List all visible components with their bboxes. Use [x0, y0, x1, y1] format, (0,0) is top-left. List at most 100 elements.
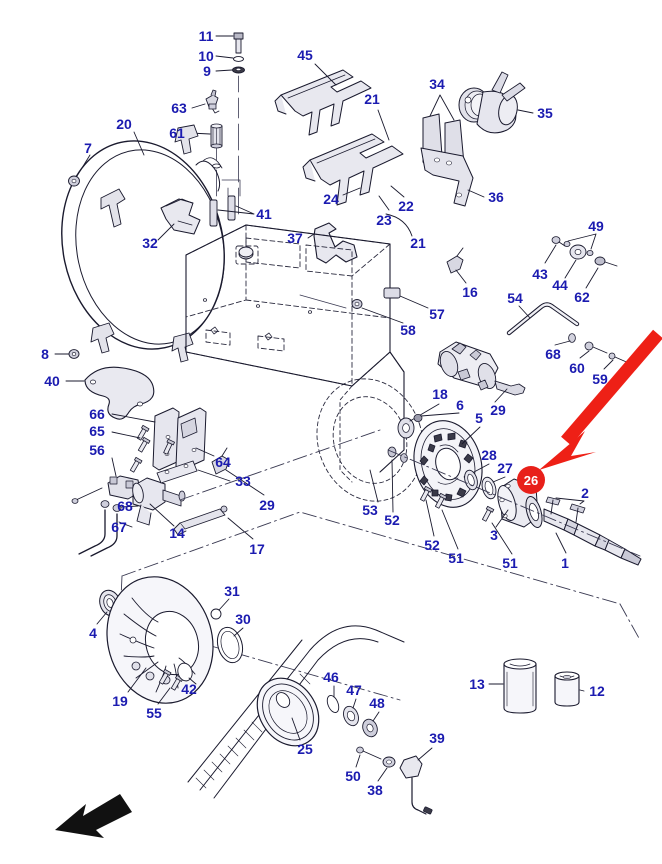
callout-number-17[interactable]: 17	[249, 541, 265, 557]
callout-number-60[interactable]: 60	[569, 360, 585, 376]
part-59-pin	[608, 352, 632, 365]
callout-number-42[interactable]: 42	[181, 681, 197, 697]
part-47-washer	[343, 705, 359, 727]
callout-number-16[interactable]: 16	[462, 284, 478, 300]
callout-number-51a[interactable]: 51	[448, 550, 464, 566]
callout-number-55[interactable]: 55	[146, 705, 162, 721]
callout-number-40[interactable]: 40	[44, 373, 60, 389]
callout-number-43[interactable]: 43	[532, 266, 548, 282]
callout-number-20[interactable]: 20	[116, 116, 132, 132]
part-57-spacer	[383, 287, 401, 299]
callout-number-58[interactable]: 58	[400, 322, 416, 338]
part-20-fan-shroud	[61, 124, 225, 363]
callout-number-29a[interactable]: 29	[259, 497, 275, 513]
part-29-starter	[437, 341, 499, 391]
part-29a-sensor	[211, 447, 230, 475]
callout-number-36[interactable]: 36	[488, 189, 504, 205]
part-14-solenoid	[132, 477, 186, 526]
callout-number-68a[interactable]: 68	[545, 346, 561, 362]
callout-number-57[interactable]: 57	[429, 306, 445, 322]
callout-number-35[interactable]: 35	[537, 105, 553, 121]
callout-number-2[interactable]: 2	[581, 485, 589, 501]
callout-number-3[interactable]: 3	[490, 527, 498, 543]
part-31-plug	[210, 608, 222, 620]
callout-number-32[interactable]: 32	[142, 235, 158, 251]
callout-number-68b[interactable]: 68	[117, 498, 133, 514]
callout-number-45[interactable]: 45	[297, 47, 313, 63]
callout-number-1[interactable]: 1	[561, 555, 569, 571]
part-49-washers	[563, 240, 594, 256]
callout-number-14[interactable]: 14	[169, 525, 185, 541]
callout-number-37[interactable]: 37	[287, 230, 303, 246]
callout-number-29b[interactable]: 29	[490, 402, 506, 418]
callout-number-41[interactable]: 41	[256, 206, 272, 222]
callout-number-7[interactable]: 7	[84, 140, 92, 156]
callout-number-66[interactable]: 66	[89, 406, 105, 422]
part-65-bolts	[128, 424, 151, 474]
callout-number-25[interactable]: 25	[297, 741, 313, 757]
callout-number-5[interactable]: 5	[475, 410, 483, 426]
part-10-washer	[233, 56, 244, 62]
callout-number-19[interactable]: 19	[112, 693, 128, 709]
part-43-bolt	[551, 236, 566, 247]
callout-number-49[interactable]: 49	[588, 218, 604, 234]
callout-number-47[interactable]: 47	[346, 682, 362, 698]
part-41-pins	[209, 195, 236, 227]
part-48-nut	[362, 718, 378, 738]
part-39-tube	[399, 755, 433, 815]
callout-number-51b[interactable]: 51	[502, 555, 518, 571]
callout-number-4[interactable]: 4	[89, 625, 97, 641]
callout-number-64[interactable]: 64	[215, 454, 231, 470]
part-36-bracket	[420, 147, 474, 207]
callout-number-53[interactable]: 53	[362, 502, 378, 518]
callout-number-30[interactable]: 30	[235, 611, 251, 627]
callout-number-22[interactable]: 22	[398, 198, 414, 214]
callout-number-52a[interactable]: 52	[384, 512, 400, 528]
callout-number-11[interactable]: 11	[198, 28, 214, 44]
callout-number-21b[interactable]: 21	[410, 235, 426, 251]
highlighted-part-badge-26[interactable]: 26	[518, 467, 544, 493]
part-62-nut	[594, 256, 618, 267]
callout-number-21a[interactable]: 21	[364, 91, 380, 107]
callout-number-50[interactable]: 50	[345, 768, 361, 784]
callout-number-34[interactable]: 34	[429, 76, 445, 92]
callout-number-18[interactable]: 18	[432, 386, 448, 402]
callout-number-31[interactable]: 31	[224, 583, 240, 599]
callout-number-6[interactable]: 6	[456, 397, 464, 413]
callout-number-8[interactable]: 8	[41, 346, 49, 362]
callout-number-33[interactable]: 33	[235, 473, 251, 489]
callout-number-10[interactable]: 10	[198, 48, 214, 64]
callout-number-48[interactable]: 48	[369, 695, 385, 711]
callout-number-24[interactable]: 24	[323, 191, 339, 207]
part-28-ring	[464, 469, 478, 491]
callout-number-52b[interactable]: 52	[424, 537, 440, 553]
callout-number-54[interactable]: 54	[507, 290, 523, 306]
callout-number-63[interactable]: 63	[171, 100, 187, 116]
part-29-solenoid-pin	[494, 380, 526, 396]
callout-number-65[interactable]: 65	[89, 423, 105, 439]
callout-number-39[interactable]: 39	[429, 730, 445, 746]
part-21-bracket	[302, 133, 404, 206]
callout-number-23[interactable]: 23	[376, 212, 392, 228]
callout-number-38[interactable]: 38	[367, 782, 383, 798]
callout-number-56[interactable]: 56	[89, 442, 105, 458]
callout-number-27[interactable]: 27	[497, 460, 513, 476]
callout-number-59[interactable]: 59	[592, 371, 608, 387]
callout-number-46[interactable]: 46	[323, 669, 339, 685]
part-45-bracket	[274, 69, 372, 136]
callout-number-12[interactable]: 12	[589, 683, 605, 699]
part-13-filter	[503, 658, 537, 714]
callout-number-67[interactable]: 67	[111, 519, 127, 535]
callout-number-62[interactable]: 62	[574, 289, 590, 305]
callout-number-28[interactable]: 28	[481, 447, 497, 463]
callout-number-9[interactable]: 9	[203, 63, 211, 79]
callout-number-61[interactable]: 61	[169, 125, 185, 141]
callout-number-13[interactable]: 13	[469, 676, 485, 692]
callout-number-44[interactable]: 44	[552, 277, 568, 293]
block-top-bolt	[238, 246, 254, 260]
part-19-housing	[106, 576, 214, 704]
part-37-bracket	[313, 222, 358, 264]
part-67-tubes	[78, 509, 118, 557]
part-12-filter	[554, 671, 580, 707]
part-18-bearing	[397, 417, 415, 439]
